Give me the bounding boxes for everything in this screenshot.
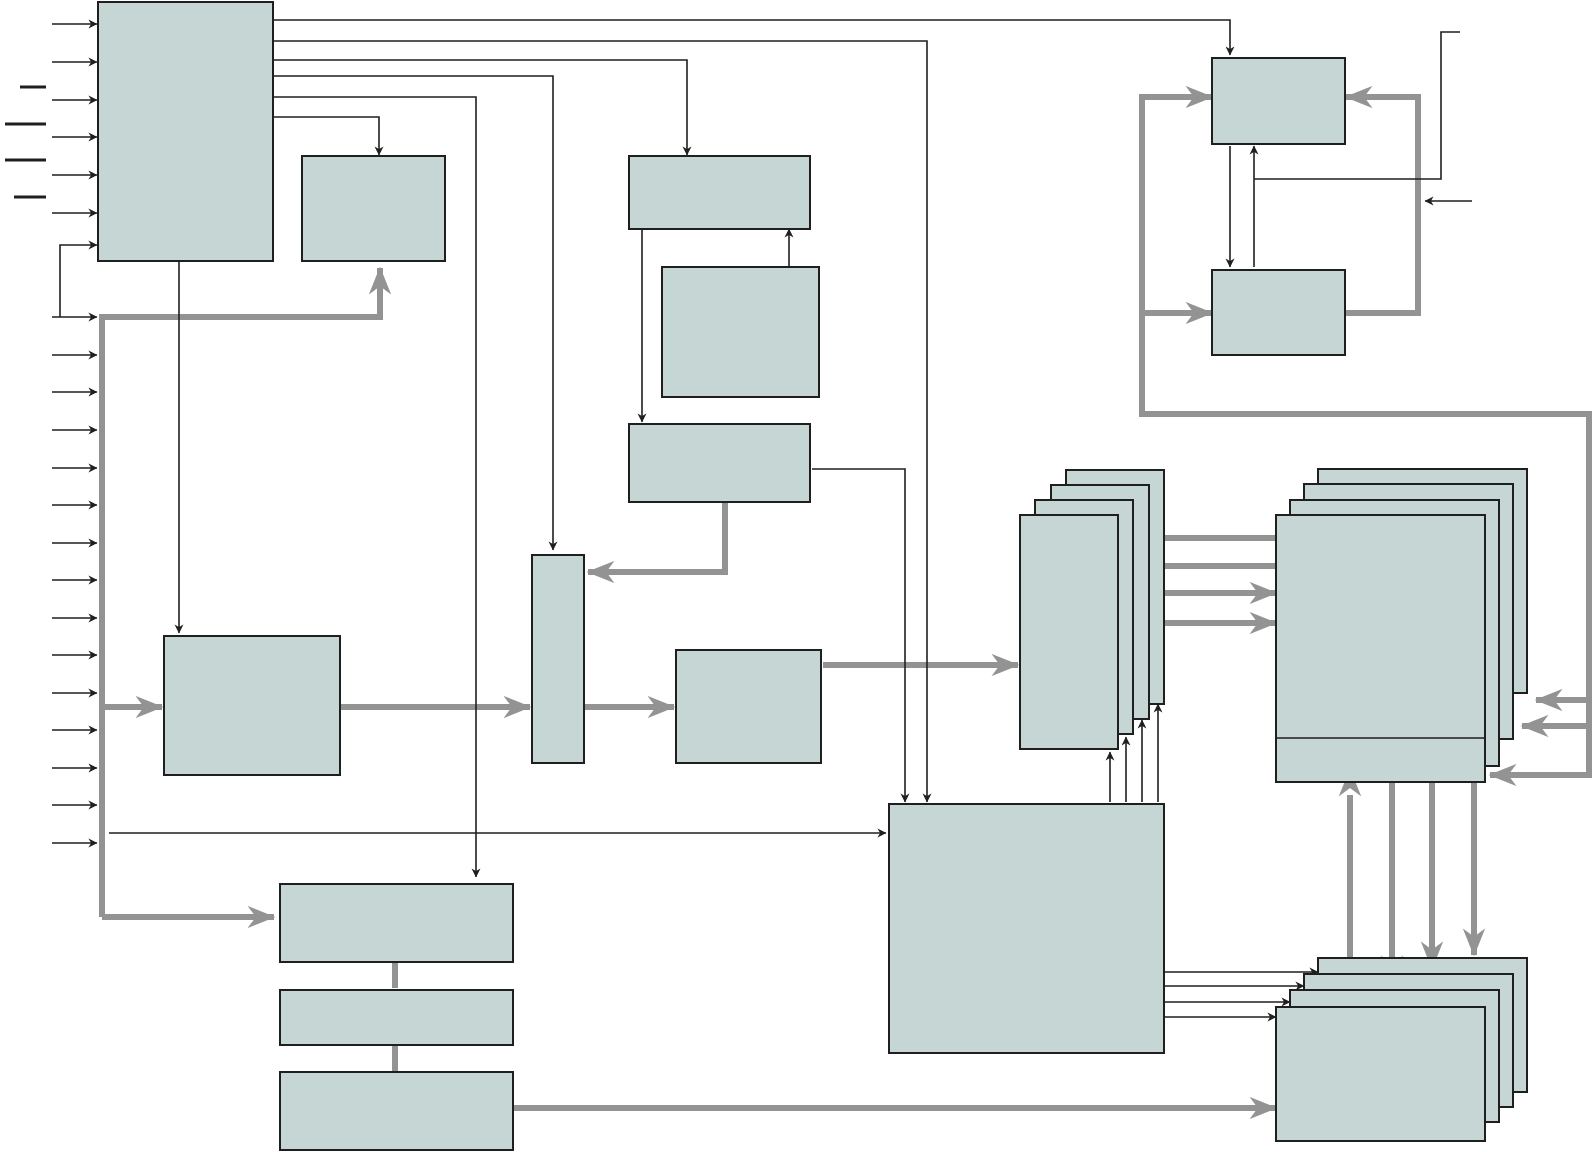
control-lines [109,19,1472,1022]
bus-lines [99,85,1592,1120]
top-right-block-upper [1211,57,1346,145]
stacked-block-group-right [1275,468,1528,783]
stacked-block-group-bottom [1275,957,1528,1142]
bottom-left-block-1 [279,883,514,963]
middle-source-block [661,266,820,398]
left-processing-block [163,635,341,776]
bottom-left-block-3 [279,1071,514,1151]
input-arrows-bus [52,312,98,848]
upper-left-block [301,155,446,262]
input-dashes [5,85,46,199]
stacked-block-group-middle [1019,469,1165,750]
blocks [97,1,1346,1151]
narrow-vertical-block [531,554,585,764]
large-control-block [888,803,1165,1054]
upper-middle-block [628,155,811,230]
input-arrows-top [52,19,98,317]
control-unit-block [97,1,274,262]
top-right-block-lower [1211,269,1346,356]
center-processing-block [675,649,822,764]
bottom-left-block-2 [279,989,514,1046]
middle-lower-block [628,423,811,503]
